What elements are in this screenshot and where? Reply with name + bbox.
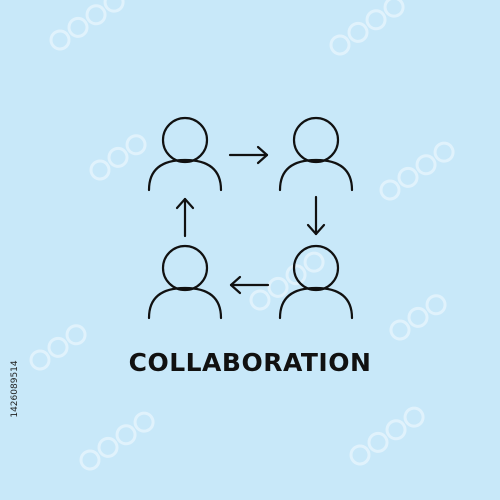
- person-icon-top-left: [147, 116, 223, 192]
- arrow-up-icon: [175, 197, 195, 238]
- person-icon-bottom-left: [147, 244, 223, 320]
- caption-title: COLLABORATION: [128, 348, 372, 377]
- arrow-left-icon: [229, 275, 270, 295]
- person-icon-bottom-right: [278, 244, 354, 320]
- watermark-pattern: [29, 0, 455, 471]
- arrow-right-icon: [228, 145, 269, 165]
- arrow-down-icon: [306, 195, 326, 236]
- person-icon-top-right: [278, 116, 354, 192]
- stock-id-text: 1426089514: [10, 360, 20, 418]
